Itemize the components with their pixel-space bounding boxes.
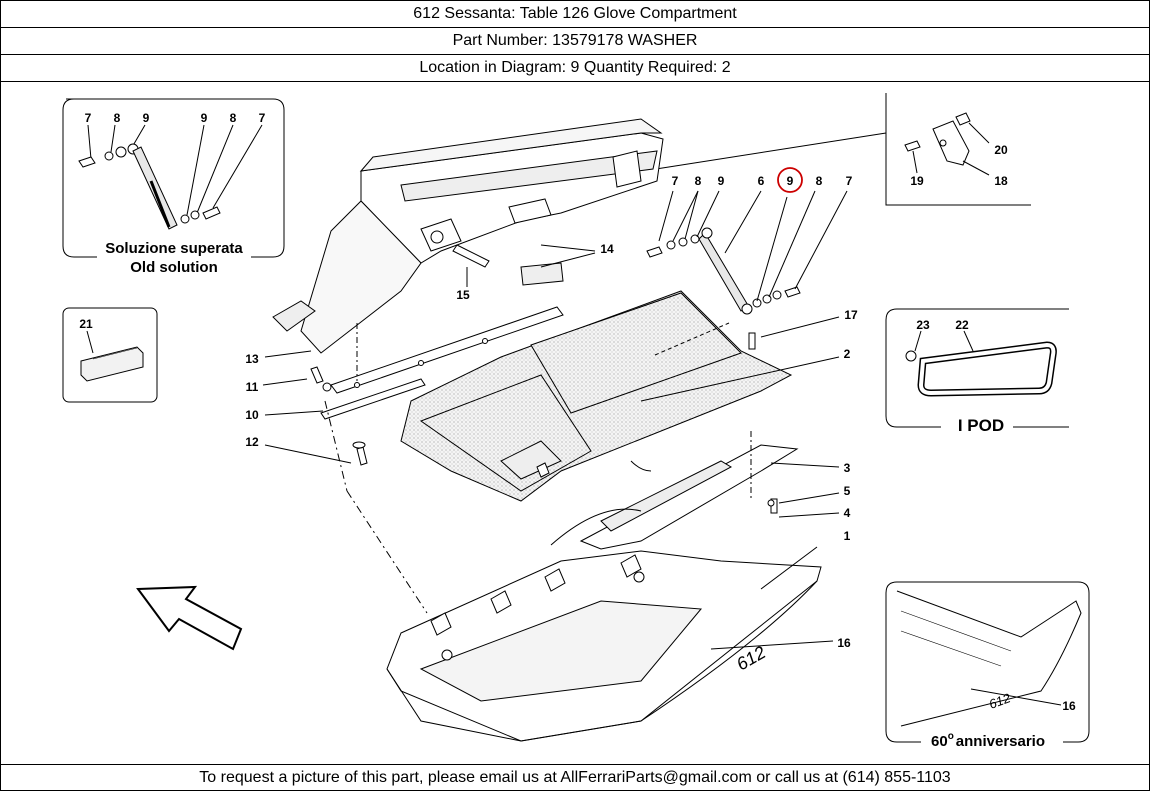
callout-6: 6 [758,174,765,188]
glovebox-tub [400,290,793,502]
latch-bracket [550,444,799,550]
callout-16: 16 [837,636,851,650]
callout-7a: 7 [672,174,679,188]
old-solution-title-2: Old solution [130,259,218,276]
callout-1: 1 [844,529,851,543]
callout-20: 20 [994,143,1008,157]
title-line: 612 Sessanta: Table 126 Glove Compartmen… [1,1,1149,28]
parts-diagram: Soluzione superata Old solution 7 8 9 9 … [62,93,1090,750]
callout-8b: 8 [816,174,823,188]
damper-group [646,227,801,315]
inset-ipod: I POD 23 22 [885,308,1069,435]
callout-11: 11 [246,380,259,394]
callout-22: 22 [955,318,969,332]
ipod-title: I POD [958,416,1004,435]
glovebox-housing [272,118,664,354]
old-solution-title-1: Soluzione superata [105,240,243,257]
callout-5: 5 [844,484,851,498]
direction-arrow [136,585,243,651]
callout-9-highlighted: 9 [787,174,794,188]
callout-13: 13 [245,352,259,366]
old-callout-9a: 9 [143,111,150,125]
callout-2: 2 [844,347,851,361]
callout-17: 17 [844,308,858,322]
location-line: Location in Diagram: 9 Quantity Required… [1,55,1149,82]
callout-23: 23 [916,318,930,332]
callout-9a: 9 [718,174,725,188]
old-callout-7a: 7 [85,111,92,125]
old-callout-8a: 8 [114,111,121,125]
glovebox-lid [386,550,822,742]
callout-18: 18 [994,174,1008,188]
callout-10: 10 [245,408,259,422]
callout-12: 12 [245,435,259,449]
inset-part-21: 21 [62,307,158,403]
inset-old-solution: Soluzione superata Old solution 7 8 9 9 … [62,98,285,276]
callout-14: 14 [600,242,614,256]
old-callout-8b: 8 [230,111,237,125]
callout-3: 3 [844,461,851,475]
callout-21: 21 [79,317,93,331]
old-callout-7b: 7 [259,111,266,125]
callout-19: 19 [910,174,924,188]
part-number-line: Part Number: 13579178 WASHER [1,28,1149,55]
svg-text:612: 612 [987,690,1013,712]
inset-top-right: 20 19 18 [655,93,1031,206]
anniversary-callout-16: 16 [1062,699,1076,713]
highlight-circle [777,167,803,193]
callout-4: 4 [844,506,851,520]
footer-request: To request a picture of this part, pleas… [1,764,1149,791]
mount-rail [320,306,564,420]
callout-7b: 7 [846,174,853,188]
callout-8a: 8 [695,174,702,188]
old-callout-9b: 9 [201,111,208,125]
callout-15: 15 [456,288,470,302]
